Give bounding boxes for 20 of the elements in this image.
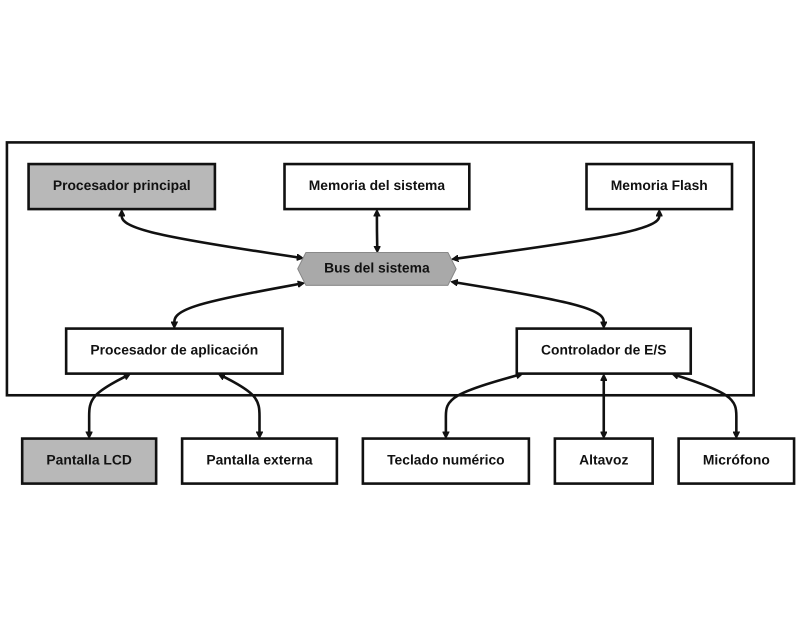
node-box: Pantalla LCD (20, 437, 158, 485)
node-box: Altavoz (554, 437, 654, 485)
node-box: Memoria Flash (585, 162, 734, 210)
node-box: Controlador de E/S (515, 327, 692, 375)
node-box: Memoria del sistema (283, 162, 471, 210)
cluster (6, 141, 755, 397)
arrow (442, 372, 524, 439)
arrow (170, 280, 305, 329)
node-box: Pantalla externa (180, 437, 338, 485)
arrow (373, 209, 382, 254)
arrow (451, 209, 664, 262)
arrow (118, 209, 304, 261)
node-box: Procesador de aplicación (64, 327, 284, 375)
arrow (218, 373, 264, 439)
arrow (600, 374, 608, 439)
arrow (450, 278, 608, 329)
node-box: Micrófono (677, 437, 796, 485)
arrow (85, 373, 131, 439)
node-box: Teclado numérico (362, 437, 530, 485)
node-box: Procesador principal (27, 162, 216, 210)
